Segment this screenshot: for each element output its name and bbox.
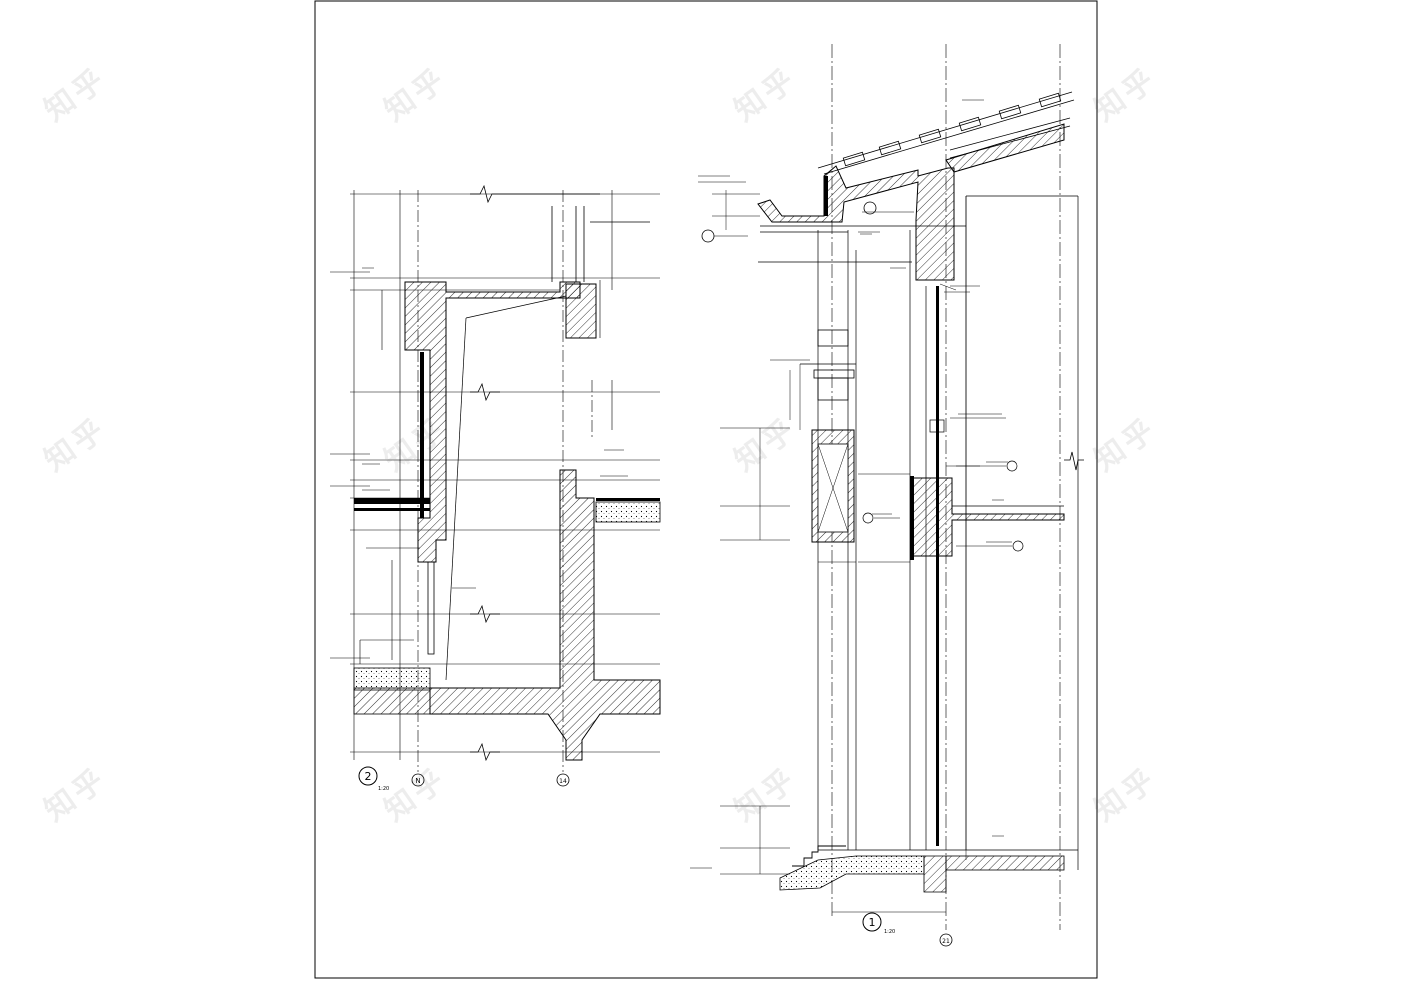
floor-beam (911, 477, 1065, 557)
leader-lines (874, 283, 1012, 547)
glazing-line (936, 286, 939, 846)
detail-tag-beam-top (1006, 460, 1018, 472)
detail-1: 1 1:20 21 (690, 44, 1084, 947)
sheet-border (314, 0, 1098, 979)
left-level-lines (350, 193, 660, 753)
right-annotation-marks (690, 99, 1012, 869)
grid-label-14: 14 (559, 778, 567, 785)
ground-steps (792, 845, 846, 867)
grid-label-21: 21 (942, 938, 950, 945)
left-slab (353, 687, 431, 715)
left-slope-line (445, 317, 467, 681)
left-concrete (404, 281, 661, 761)
detail-2: 2 1:20 N 14 (330, 184, 661, 792)
ground-slab (923, 855, 1065, 893)
right-dimensions-right (946, 196, 1006, 860)
left-break-marks (470, 184, 600, 762)
detail-tag-column (862, 512, 874, 524)
eave-dimensions (698, 181, 914, 233)
grid-bubble-14 (556, 773, 570, 787)
left-annotation-marks (362, 267, 628, 589)
detail-tag-beam-bottom (1012, 540, 1024, 552)
grid-bubble-21 (939, 933, 953, 947)
detail-1-scale: 1:20 (884, 929, 895, 935)
detail-tag-eave (863, 201, 877, 215)
left-dimension-ticks (330, 271, 601, 664)
left-railing (427, 206, 650, 655)
detail-marker-2 (358, 766, 378, 786)
beam-insulation (910, 476, 914, 560)
eave-lines (758, 195, 1078, 263)
left-vertical-lines (353, 190, 613, 760)
right-break-mark (1064, 451, 1084, 471)
grid-label-N: N (415, 777, 420, 785)
eave-insulation (824, 176, 828, 216)
detail-1-number: 1 (869, 916, 876, 929)
left-slope-line-2 (465, 295, 567, 319)
left-fill-layer (353, 667, 431, 691)
left-ground-fill (595, 501, 661, 523)
right-dimensions-left (720, 359, 910, 875)
roof-tiles (842, 92, 1062, 167)
grid-bubble-N (411, 773, 425, 787)
ground-fill (779, 855, 925, 891)
eave-concrete (757, 123, 1065, 281)
glazing-clip (929, 419, 945, 433)
detail-marker-1 (862, 912, 882, 932)
column-core-diag-2 (817, 443, 849, 533)
left-insulation (354, 352, 660, 518)
detail-tag-left (701, 229, 715, 243)
detail-2-number: 2 (365, 770, 372, 783)
column-capital (800, 329, 856, 401)
detail-2-scale: 1:20 (378, 786, 389, 792)
